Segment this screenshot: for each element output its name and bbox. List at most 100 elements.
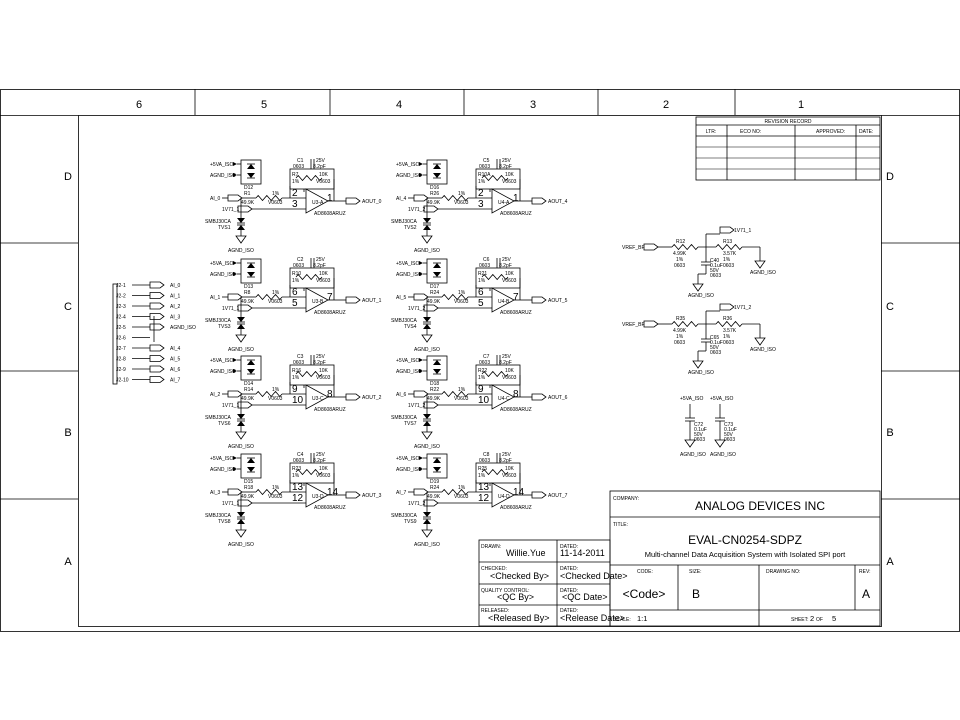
channel-aout-4: +5VA_ISOAGND_ISOD16C5060325V8.2pFR10A1%1… xyxy=(391,158,568,254)
bias-net-label: 1V71_2 xyxy=(408,207,425,213)
connector-pin-label: J2-8 xyxy=(116,357,126,363)
clamp-diode-bottom-icon xyxy=(247,173,255,178)
tvs-part: SMBJ30CA xyxy=(391,415,418,421)
tvs-ref: TVS8 xyxy=(218,519,231,525)
cap-ref: C5 xyxy=(483,158,490,164)
connector-pin-label: J2-10 xyxy=(116,378,129,384)
clamp-diode-top-icon xyxy=(247,458,255,463)
supply-label: +5VA_ISO xyxy=(396,162,420,168)
cap-ref: C1 xyxy=(297,158,304,164)
diode-ref: D12 xyxy=(244,185,253,191)
input-port-icon xyxy=(227,488,243,496)
tvs-diode-top-icon xyxy=(237,414,245,419)
res-top-value: 10K xyxy=(505,172,515,178)
connector-net-label: AI_5 xyxy=(170,357,181,363)
input-port-icon xyxy=(227,293,243,301)
protection-diode-box xyxy=(240,355,262,381)
clamp-diode-top-icon xyxy=(247,263,255,268)
bias-port-icon xyxy=(423,499,439,507)
qc-label: QUALITY CONTROL: xyxy=(481,588,530,594)
supply-label: +5VA_ISO xyxy=(210,162,234,168)
pin-plus-number: 3 xyxy=(478,199,484,210)
res-top-ref: R16 xyxy=(292,368,301,374)
input-resistor-icon xyxy=(255,390,283,398)
decoup-cap-footprint: 0603 xyxy=(694,437,705,443)
r1-ref: R12 xyxy=(676,239,685,245)
output-port-icon xyxy=(345,296,361,304)
res-top-footprint: V0603 xyxy=(502,179,517,185)
code-label: CODE: xyxy=(637,569,653,575)
input-resistor-icon xyxy=(255,194,283,202)
connector-pin-label: J2-4 xyxy=(116,315,126,321)
connector-net-label: AI_4 xyxy=(170,346,181,352)
qc-date: <QC Date> xyxy=(562,592,608,602)
res-top-value: 10K xyxy=(319,172,329,178)
cap-footprint: 0603 xyxy=(710,273,721,279)
channel-aout-7: +5VA_ISOAGND_ISOD19C8060325V8.2pFR251%10… xyxy=(391,452,568,548)
pin-plus-number: 5 xyxy=(478,298,484,309)
tvs-diode-top-icon xyxy=(423,218,431,223)
connector-pin-label: J2-7 xyxy=(116,346,126,352)
connector-port-icon xyxy=(149,302,165,310)
output-port-icon xyxy=(531,393,547,401)
res-top-ref: R7 xyxy=(292,172,299,178)
pin-minus-number: 6 xyxy=(478,287,484,298)
protection-diode-box xyxy=(426,258,448,284)
pin-plus-number: 10 xyxy=(292,395,304,406)
tvs-part: SMBJ30CA xyxy=(391,318,418,324)
tvs-ref: TVS1 xyxy=(218,225,231,231)
protection-diode-box xyxy=(240,258,262,284)
drawn-dated-label: DATED: xyxy=(560,544,578,550)
op-amp-ref: U4-B xyxy=(498,299,510,305)
res-top-tol: 1% xyxy=(478,278,486,284)
res-in-ref: R14 xyxy=(244,387,253,393)
agnd-label: AGND_ISO xyxy=(228,248,254,254)
connector-port-icon xyxy=(149,376,165,383)
clamp-diode-bottom-icon xyxy=(433,173,441,178)
op-amp-part: AD8608ARUZ xyxy=(500,407,532,413)
revision-header-approved: APPROVED: xyxy=(816,129,845,135)
input-resistor-icon xyxy=(255,488,283,496)
output-net-label: AOUT_3 xyxy=(362,493,382,499)
feedback-resistor-icon xyxy=(481,468,509,476)
output-net-label: AOUT_2 xyxy=(362,395,382,401)
connector-port-icon xyxy=(149,313,165,320)
ground-label: AGND_ISO xyxy=(210,173,236,179)
diode-ref: D16 xyxy=(430,185,439,191)
pin-minus-number: 9 xyxy=(478,384,484,395)
title-label: TITLE: xyxy=(613,522,628,528)
res-top-ref: R10A xyxy=(478,172,491,178)
cap-voltage: 25V xyxy=(316,257,326,263)
tvs-ref: TVS3 xyxy=(218,324,231,330)
op-amp-part: AD8608ARUZ xyxy=(500,310,532,316)
qc-by: <QC By> xyxy=(497,592,534,602)
vref-port-icon xyxy=(643,320,659,328)
drawn-label: DRAWN: xyxy=(481,544,501,550)
drawing-no-label: DRAWING NO: xyxy=(766,569,800,575)
res-in-footprint: V0603 xyxy=(454,396,469,402)
cap-value: 8.2pF xyxy=(313,263,326,269)
arrow-icon xyxy=(419,467,423,471)
cap-footprint: 0603 xyxy=(479,164,490,170)
tvs-ref: TVS4 xyxy=(404,324,417,330)
ground-icon xyxy=(684,439,696,448)
op-amp-icon xyxy=(491,482,515,508)
cap-voltage: 50V xyxy=(710,268,720,274)
arrow-icon xyxy=(419,261,423,265)
bias-net-label: 1V71_1 xyxy=(222,501,239,507)
res-in-footprint: V0603 xyxy=(268,396,283,402)
connector-pin-label: J2-1 xyxy=(116,283,126,289)
input-net-label: AI_0 xyxy=(210,196,221,202)
r2-tol: 1% xyxy=(723,257,731,263)
op-amp-ref: U3-A xyxy=(312,200,324,206)
res-top-footprint: V0603 xyxy=(502,278,517,284)
op-amp-part: AD8608ARUZ xyxy=(314,211,346,217)
res-in-ref: R8 xyxy=(244,290,251,296)
input-resistor-icon xyxy=(441,488,469,496)
zone-row-b-right: B xyxy=(886,427,893,439)
res-top-value: 10K xyxy=(505,368,515,374)
bias-port-icon xyxy=(237,401,253,409)
res-in-value: 49.9K xyxy=(241,396,255,402)
scale-label: SCALE: xyxy=(613,617,631,623)
bias-port-icon xyxy=(423,304,439,312)
